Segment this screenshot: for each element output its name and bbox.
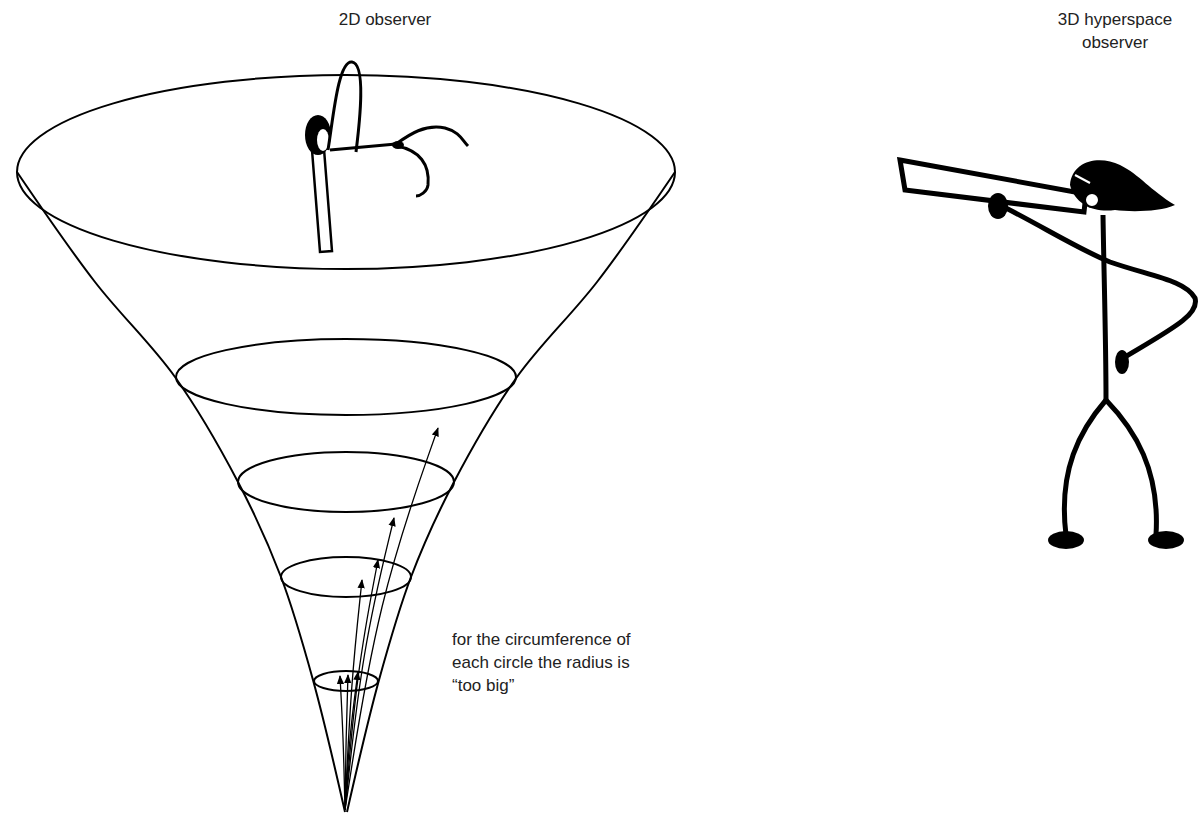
circle-ring [281,557,411,597]
radius-arrow [340,676,345,810]
circle-ring [17,75,675,269]
radius-arrow [345,580,362,810]
radius-arrow [345,672,358,810]
radius-arrow [345,518,394,810]
radius-arrow [345,675,348,810]
circle-ring [314,671,378,691]
observer-label: 3D hyperspace observer [1040,8,1190,54]
funnel-surface [17,75,675,812]
2d-observer-figure [305,62,468,252]
circle-ring [176,339,516,415]
note-text: for the circumference of each circle the… [452,628,640,697]
observer-label: 2D observer [300,8,470,31]
circle-ring [238,452,454,512]
3d-observer-figure [900,160,1196,549]
radius-arrow [345,560,378,810]
radius-arrow [345,428,438,810]
